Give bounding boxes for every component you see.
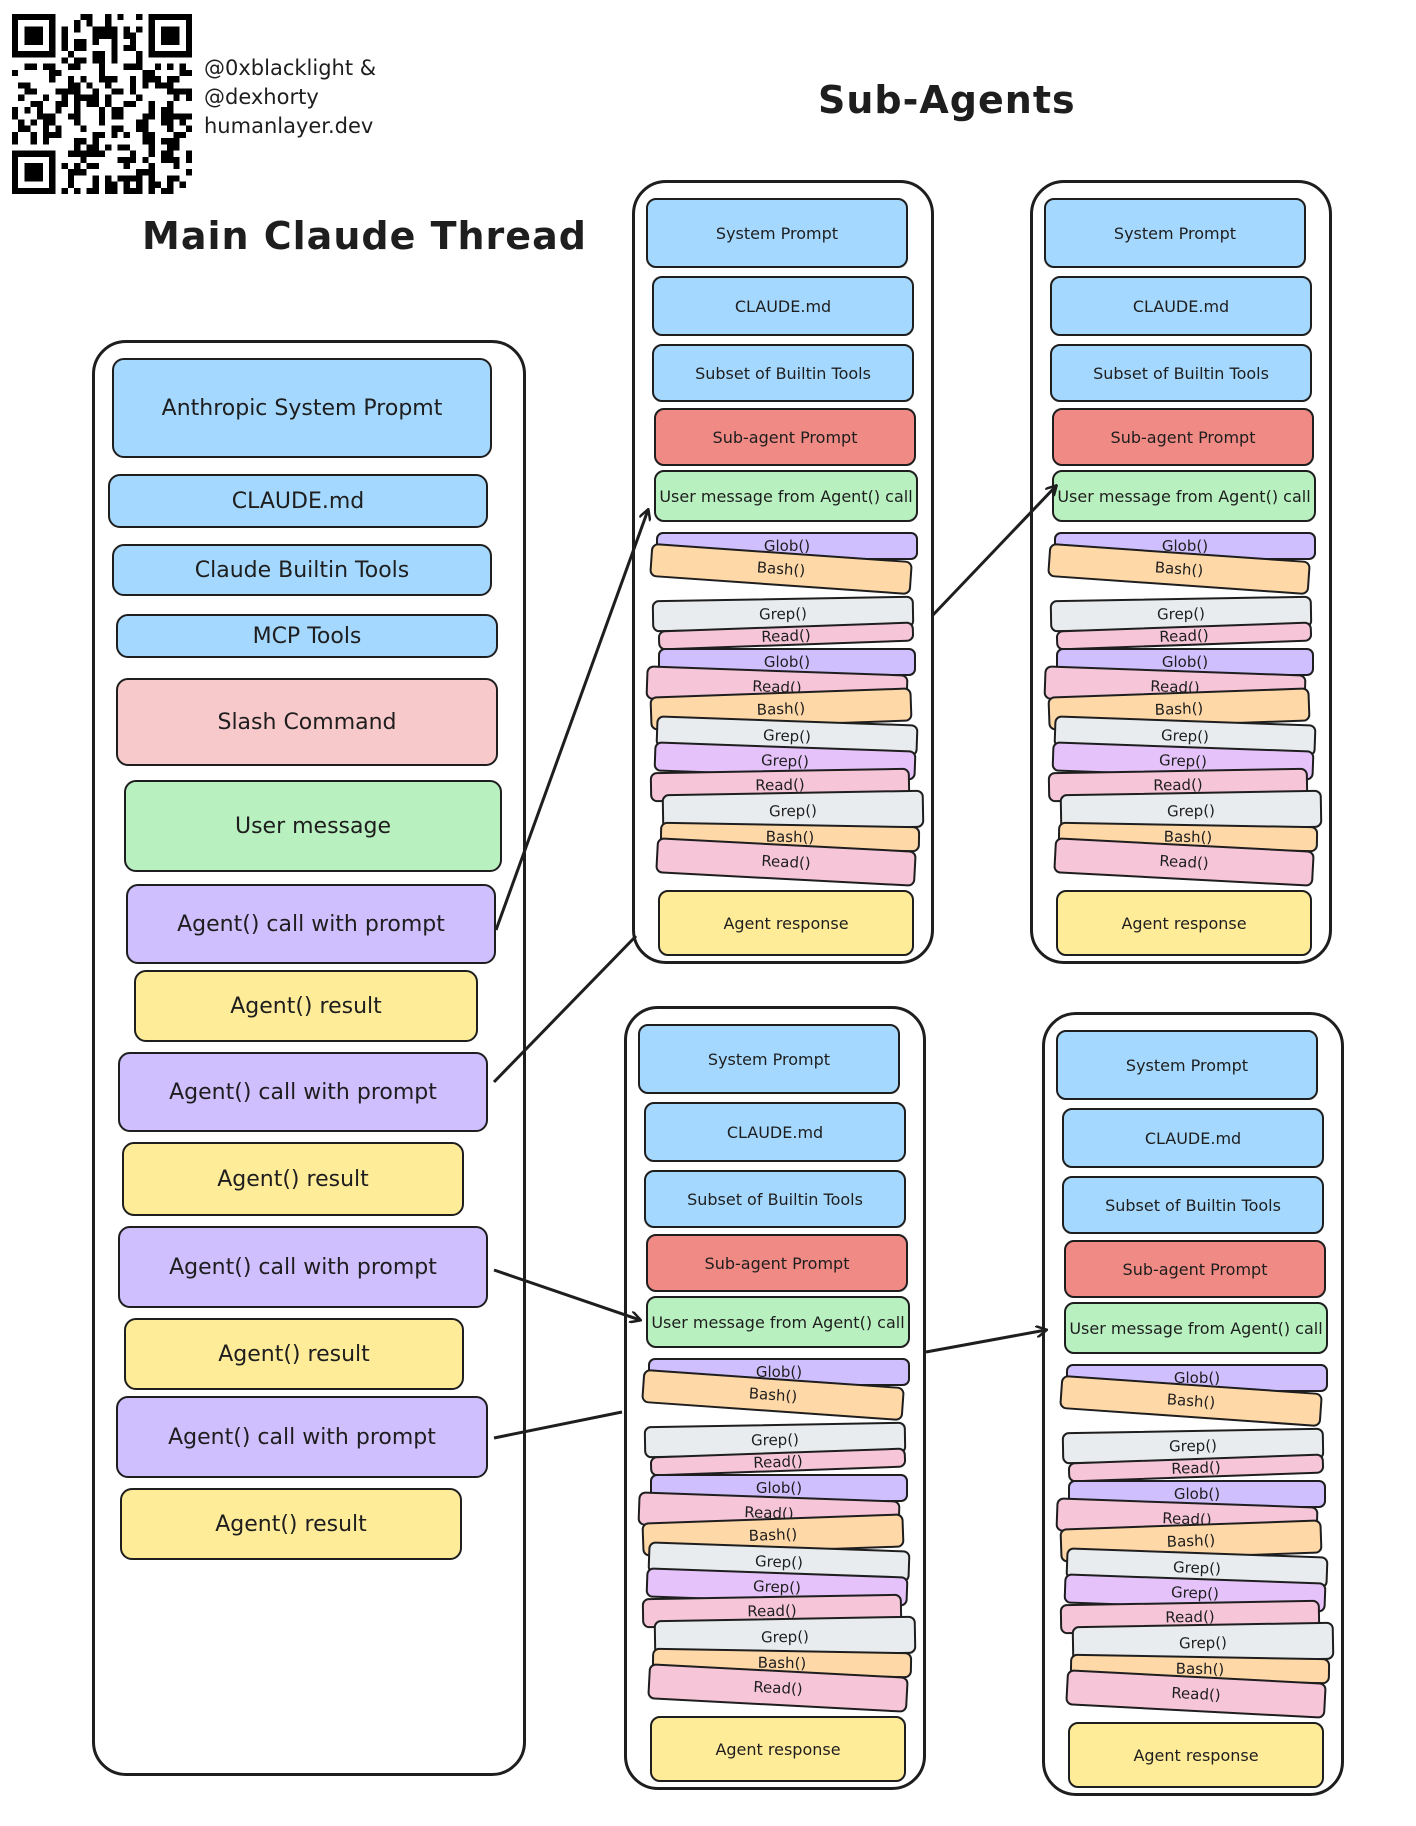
agent-result-box-3: Agent() result xyxy=(124,1318,464,1390)
claude-md-box: CLAUDE.md xyxy=(1062,1108,1324,1168)
agent-call-box-3: Agent() call with prompt xyxy=(118,1226,488,1308)
agent-response-box: Agent response xyxy=(1056,890,1312,956)
sub-agent-container-4 xyxy=(1042,1012,1344,1796)
agent-response-box: Agent response xyxy=(650,1716,906,1782)
agent-result-box-2: Agent() result xyxy=(122,1142,464,1216)
agent-call-box-1: Agent() call with prompt xyxy=(126,884,496,964)
anthropic-system-prompt-box: Anthropic System Propmt xyxy=(112,358,492,458)
sub-agent-prompt-box: Sub-agent Prompt xyxy=(1052,408,1314,466)
system-prompt-box: System Prompt xyxy=(1044,198,1306,268)
arrow-subagent3-to-subagent4 xyxy=(925,1330,1046,1354)
agent-result-box-1: Agent() result xyxy=(134,970,478,1042)
credit-line-3: humanlayer.dev xyxy=(204,114,374,138)
credits: @0xblacklight & @dexhorty humanlayer.dev xyxy=(204,54,376,141)
claude-builtin-tools-box: Claude Builtin Tools xyxy=(112,544,492,596)
credit-line-2: @dexhorty xyxy=(204,85,319,109)
slash-command-box: Slash Command xyxy=(116,678,498,766)
builtin-tools-subset-box: Subset of Builtin Tools xyxy=(1050,344,1312,402)
claude-md-box: CLAUDE.md xyxy=(652,276,914,336)
sub-agent-container-3 xyxy=(624,1006,926,1790)
sub-agents-title: Sub-Agents xyxy=(818,78,1076,122)
credit-line-1: @0xblacklight & xyxy=(204,56,377,80)
builtin-tools-subset-box: Subset of Builtin Tools xyxy=(652,344,914,402)
agent-result-box-4: Agent() result xyxy=(120,1488,462,1560)
claude-md-box: CLAUDE.md xyxy=(108,474,488,528)
builtin-tools-subset-box: Subset of Builtin Tools xyxy=(644,1170,906,1228)
agent-response-box: Agent response xyxy=(1068,1722,1324,1788)
user-message-from-agent-call-box: User message from Agent() call xyxy=(1052,470,1316,522)
system-prompt-box: System Prompt xyxy=(1056,1030,1318,1100)
claude-md-box: CLAUDE.md xyxy=(1050,276,1312,336)
builtin-tools-subset-box: Subset of Builtin Tools xyxy=(1062,1176,1324,1234)
user-message-from-agent-call-box: User message from Agent() call xyxy=(646,1296,910,1348)
user-message-from-agent-call-box: User message from Agent() call xyxy=(654,470,918,522)
main-thread-title: Main Claude Thread xyxy=(142,214,587,258)
user-message-from-agent-call-box: User message from Agent() call xyxy=(1064,1302,1328,1354)
user-message-box: User message xyxy=(124,780,502,872)
system-prompt-box: System Prompt xyxy=(646,198,908,268)
agent-call-box-2: Agent() call with prompt xyxy=(118,1052,488,1132)
sub-agent-prompt-box: Sub-agent Prompt xyxy=(654,408,916,466)
sub-agent-prompt-box: Sub-agent Prompt xyxy=(646,1234,908,1292)
claude-md-box: CLAUDE.md xyxy=(644,1102,906,1162)
qr-code-icon xyxy=(12,14,192,194)
agent-response-box: Agent response xyxy=(658,890,914,956)
sub-agent-prompt-box: Sub-agent Prompt xyxy=(1064,1240,1326,1298)
agent-call-box-4: Agent() call with prompt xyxy=(116,1396,488,1478)
system-prompt-box: System Prompt xyxy=(638,1024,900,1094)
mcp-tools-box: MCP Tools xyxy=(116,614,498,658)
